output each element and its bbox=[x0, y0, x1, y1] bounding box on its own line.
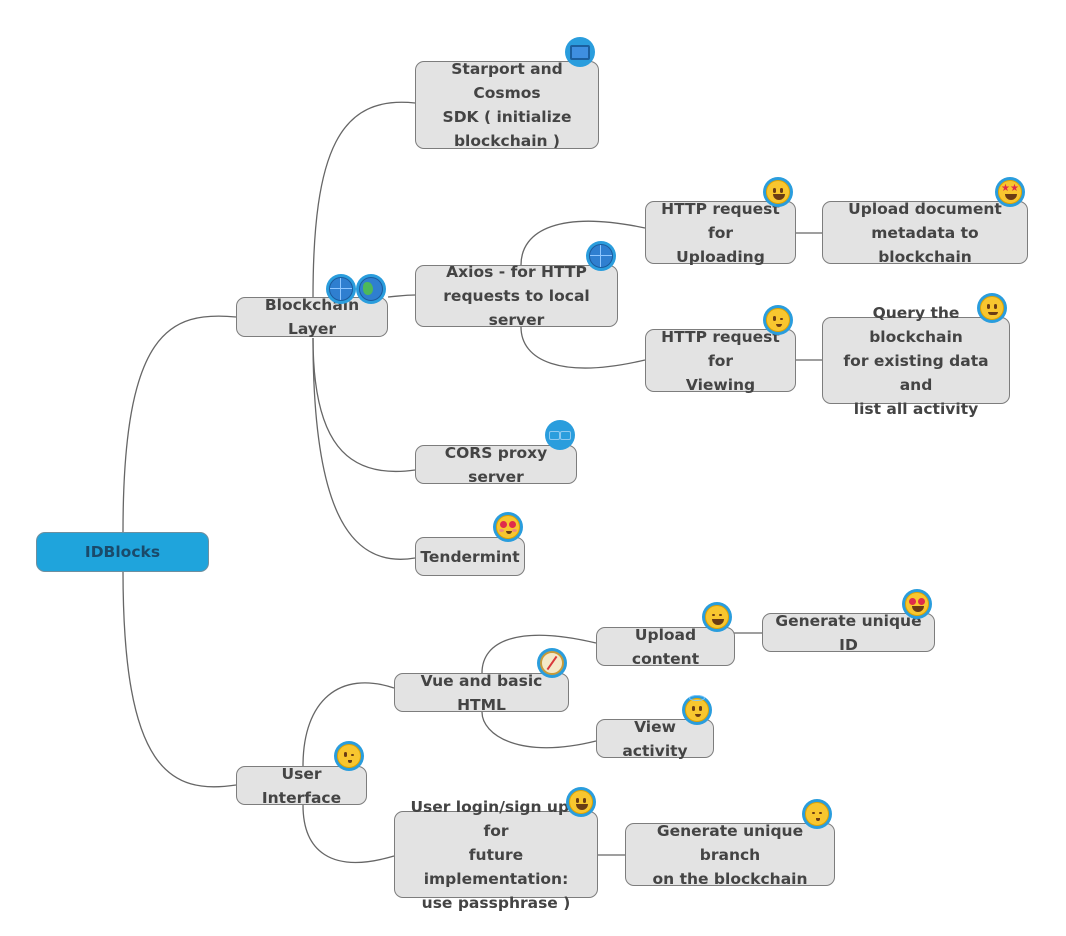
link-vue-upload bbox=[481, 634, 597, 674]
node-vue-html[interactable]: Vue and basic HTML bbox=[394, 672, 569, 714]
link-axios-view bbox=[520, 326, 646, 369]
screen-icon bbox=[565, 37, 595, 67]
link-root-ui bbox=[122, 570, 237, 788]
link-blockchain-axios bbox=[387, 294, 416, 298]
node-query-chain[interactable]: Query the blockchain for existing data a… bbox=[822, 304, 1010, 418]
link-blockchain-tendermint bbox=[312, 337, 416, 560]
node-generate-branch[interactable]: Generate unique branch on the blockchain bbox=[625, 822, 835, 888]
smiling-hearts-face-icon bbox=[493, 512, 523, 542]
node-blockchain-layer[interactable]: Blockchain Layer bbox=[236, 296, 388, 338]
link-blockchain-starport bbox=[312, 101, 416, 299]
smiling-face-icon bbox=[977, 293, 1007, 323]
grinning-face-icon bbox=[763, 177, 793, 207]
node-user-interface[interactable]: User Interface bbox=[236, 765, 367, 807]
halo-face-icon bbox=[682, 695, 712, 725]
globe-grid-icon bbox=[586, 241, 616, 271]
node-login[interactable]: User login/sign up ( for future implemen… bbox=[394, 798, 598, 912]
globe-earth-icon bbox=[356, 274, 386, 304]
heart-eyes-face-icon bbox=[902, 589, 932, 619]
winking-face-icon bbox=[763, 305, 793, 335]
glasses-icon bbox=[545, 420, 575, 450]
node-http-upload[interactable]: HTTP request for Uploading bbox=[645, 200, 796, 266]
link-ui-login bbox=[302, 804, 395, 864]
node-starport[interactable]: Starport and Cosmos SDK ( initialize blo… bbox=[415, 60, 599, 150]
squinting-laugh-face-icon bbox=[702, 602, 732, 632]
grinning-big-eyes-face-icon bbox=[566, 787, 596, 817]
link-root-blockchain bbox=[122, 315, 237, 533]
root-node-idblocks[interactable]: IDBlocks bbox=[36, 532, 209, 572]
node-tendermint[interactable]: Tendermint bbox=[415, 537, 525, 576]
node-upload-content[interactable]: Upload content bbox=[596, 626, 735, 668]
kissing-heart-face-icon bbox=[334, 741, 364, 771]
star-struck-face-icon: ★★ bbox=[995, 177, 1025, 207]
link-blockchain-cors bbox=[312, 337, 416, 472]
link-vue-view bbox=[481, 711, 597, 749]
node-http-view[interactable]: HTTP request for Viewing bbox=[645, 328, 796, 394]
node-generate-id[interactable]: Generate unique ID bbox=[762, 612, 935, 654]
node-axios[interactable]: Axios - for HTTP requests to local serve… bbox=[415, 263, 618, 329]
globe-grid-icon bbox=[326, 274, 356, 304]
link-ui-vue bbox=[302, 682, 395, 767]
kissing-face-icon bbox=[802, 799, 832, 829]
node-upload-metadata[interactable]: Upload document metadata to blockchain bbox=[822, 200, 1028, 266]
link-axios-upload bbox=[520, 220, 646, 266]
node-view-activity[interactable]: View activity bbox=[596, 718, 714, 760]
compass-icon bbox=[537, 648, 567, 678]
node-cors[interactable]: CORS proxy server bbox=[415, 444, 577, 486]
